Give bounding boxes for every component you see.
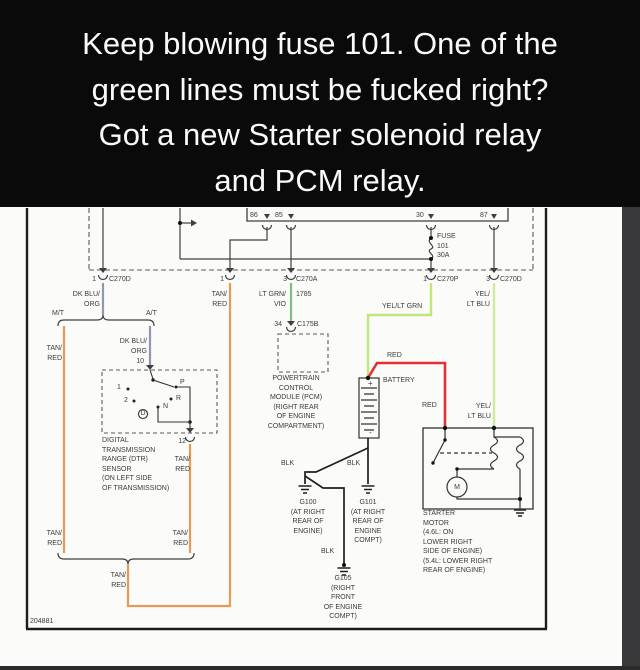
connector-c270p: C270P [437,276,459,283]
battery-label: BATTERY [383,377,415,384]
pcm-label: POWERTRAIN CONTROL MODULE (PCM) (RIGHT R… [267,375,325,430]
connector-c270d-right: C270D [500,276,522,283]
dtr-pos-n: N [163,403,169,410]
dtr-pos-p: P [180,379,185,386]
motor-m-symbol: M [454,484,460,491]
g105-junction-dot [342,563,346,567]
wire-label-dk-blu-org-1: DK BLU/ ORG [72,291,100,308]
split-braces [57,314,195,565]
dtr-pos-d: D [140,410,146,417]
ground-g101-label: G101 (AT RIGHT REAR OF ENGINE COMPT) [350,499,386,544]
connector-c270-mid-pin: 1 [220,276,224,283]
connector-c270d-left-pin: 1 [92,276,96,283]
connector-c270a-pin: 3 [283,276,287,283]
wire-label-tan-red-bottom-mid: TAN/ RED [110,572,126,589]
dtr-sensor-box [101,369,218,434]
connector-c270a: C270A [296,276,318,283]
dtr-pos-r: R [176,395,182,402]
wire-label-blk-g101: BLK [347,460,361,467]
arrowheads [99,214,498,433]
wire-label-red-top: RED [387,352,402,359]
connector-c270d-left: C270D [109,276,131,283]
wire-red [366,361,447,428]
battery-minus-sign: - [369,428,372,437]
connector-c175b-pin: 34 [274,321,282,328]
wire-label-yel-lt-blu-right: YEL/ LT BLU [467,403,491,420]
relay-terminal-85: 85 [275,212,283,219]
dtr-contact-dots [126,378,192,424]
top-wiring [102,208,495,270]
right-dark-band [622,207,640,670]
connector-symbols [97,224,500,443]
dtr-pos-1: 1 [117,384,121,391]
ground-wiring [304,438,369,565]
relay-terminal-87: 87 [480,212,488,219]
junction-dots [178,221,522,501]
wire-label-blk-g100: BLK [281,460,295,467]
wire-label-yel-lt-blu-top: YEL/ LT BLU [466,291,490,308]
wire-label-tan-red-mt: TAN/ RED [46,345,62,362]
wire-label-tan-red-dtr: TAN/ RED [174,456,190,473]
wire-label-tan-red-top: TAN/ RED [211,291,227,308]
ground-g105-label: G105 (RIGHT FRONT OF ENGINE COMPT) [323,575,363,620]
relay-terminal-86: 86 [250,212,258,219]
circuit-number-1785: 1785 [296,291,312,298]
starter-motor-label: STARTER MOTOR (4.6L: ON LOWER RIGHT SIDE… [423,510,493,574]
wire-label-red-right: RED [422,402,437,409]
diagram-border [25,208,548,631]
wire-label-dk-blu-org-2: DK BLU/ ORG [119,338,147,355]
dtr-pos-2: 2 [124,397,128,404]
relay-terminal-30: 30 [416,212,424,219]
battery-plus-sign: + [368,379,373,388]
starter-box [422,427,534,510]
branch-label-at: A/T [146,310,157,317]
relay-box [246,208,509,222]
wire-yel-lt-grn [366,283,433,378]
connector-c270d-right-pin: 3 [486,276,490,283]
ground-symbols [298,485,526,576]
wire-label-tan-red-bottom-right: TAN/ RED [172,530,188,547]
wire-tan-red-main [126,283,232,608]
meme-caption: Keep blowing fuse 101. One of the green … [0,0,640,207]
doc-number: 204881 [30,618,54,625]
connector-c175b: C175B [297,321,319,328]
pcm-box [277,333,329,373]
fuse-101-label: FUSE 101 30A [437,233,456,259]
ground-g100-label: G100 (AT RIGHT REAR OF ENGINE) [290,499,326,535]
wire-label-tan-red-bottom-left: TAN/ RED [46,530,62,547]
wiring-diagram-canvas [25,208,548,631]
dtr-sensor-label: DIGITAL TRANSMISSION RANGE (DTR) SENSOR … [102,437,170,492]
starter-internals [432,428,525,510]
junction-box-dashed [88,208,534,271]
connector-c270p-pin: 1 [423,276,427,283]
bottom-dark-strip [0,666,640,670]
wire-label-yel-lt-grn: YEL/LT GRN [382,303,423,310]
dtr-pin-12: 12 [178,438,186,445]
branch-label-mt: M/T [52,310,65,317]
wire-label-blk-g105: BLK [321,548,335,555]
dtr-pin-10: 10 [136,358,144,365]
wire-label-lt-grn-vio: LT GRN/ VIO [259,291,286,308]
